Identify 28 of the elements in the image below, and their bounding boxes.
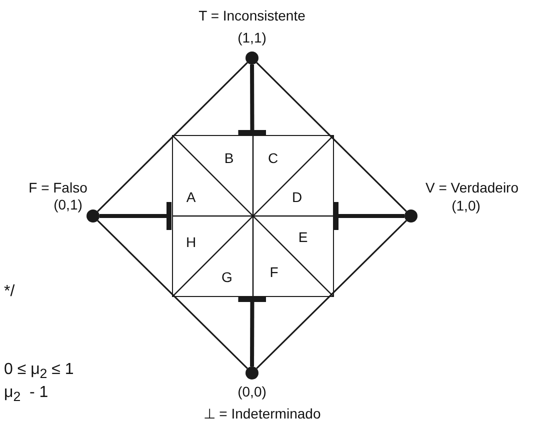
thick-connector xyxy=(100,202,172,230)
lattice-line xyxy=(97,62,248,212)
thick-connector xyxy=(238,296,266,366)
vertex-coordinate: ⊥ = Indeterminado xyxy=(203,405,321,421)
region-letter: H xyxy=(186,233,196,251)
thick-connector xyxy=(238,64,266,136)
region-letter: B xyxy=(224,149,234,167)
formula-text: */ xyxy=(4,283,15,301)
region-letter: A xyxy=(186,188,196,206)
region-letter: D xyxy=(292,188,302,206)
lattice-line xyxy=(97,220,248,369)
vertex-label: T = Inconsistente xyxy=(198,7,306,23)
formula-text: μ$_{2}$ - 1 xyxy=(4,384,48,406)
vertex-label: F = Falso xyxy=(28,179,88,195)
inner-square xyxy=(172,135,334,297)
vertex-coordinate: (0,1) xyxy=(54,196,82,212)
vertex-coordinate: (1,0) xyxy=(452,197,480,213)
thick-connector xyxy=(334,202,404,230)
region-letter: G xyxy=(222,268,232,286)
region-letter: F xyxy=(270,263,278,281)
region-letter: C xyxy=(268,149,278,167)
lattice-line xyxy=(256,62,407,212)
vertex-coordinate: (0,0) xyxy=(238,383,266,399)
vertex-label: V = Verdadeiro xyxy=(426,179,518,195)
formula-text: 0 ≤ μ$_{2}$ ≤ 1 xyxy=(4,360,74,384)
region-letter: E xyxy=(298,228,308,246)
lattice-line xyxy=(256,220,407,369)
vertex-coordinate: (1,1) xyxy=(238,29,266,45)
